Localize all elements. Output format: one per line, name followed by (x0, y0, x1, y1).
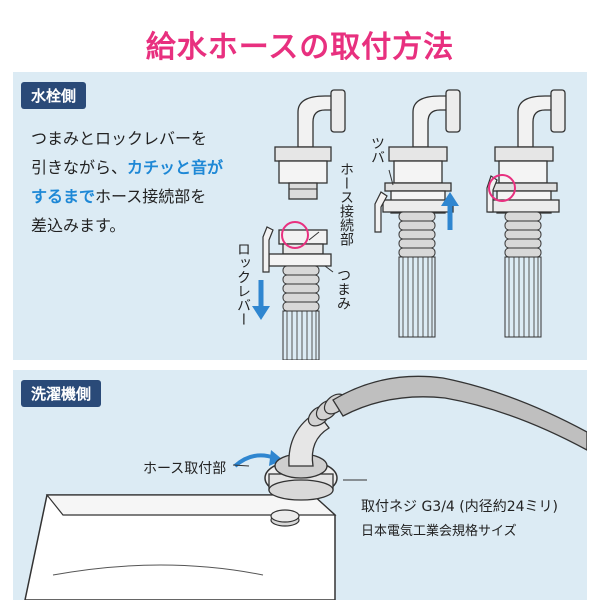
washer-side-panel: 洗濯機側 ホース取付部 取付ネジ G3/4 (内径約24ミリ) 日本電気工業会規… (13, 370, 587, 600)
knob-label: つまみ (335, 268, 351, 310)
washer-side-badge: 洗濯機側 (21, 380, 102, 407)
instruction-highlight-1: カチッと音が (127, 158, 224, 177)
washer-illustration (24, 375, 587, 600)
instruction-line-4: 差込みます。 (31, 216, 126, 235)
thread-spec-label: 取付ネジ G3/4 (内径約24ミリ) (361, 499, 559, 515)
hose-connector-label: ホース接続部 (338, 162, 354, 246)
flange-label: ツバ (369, 136, 385, 164)
instruction-line-2: 引きながら、カチッと音が (31, 153, 261, 182)
instruction-line-3: するまでホース接続部を (31, 182, 261, 211)
instruction-highlight-2: するまで (31, 187, 96, 206)
faucet-side-panel: 水栓側 つまみとロックレバーを 引きながら、カチッと音が するまでホース接続部を… (13, 72, 587, 360)
faucet-step2-illustration (374, 89, 461, 338)
page-title: 給水ホースの取付方法 (145, 30, 455, 65)
faucet-step1-illustration (252, 89, 346, 360)
standard-size-label: 日本電気工業会規格サイズ (361, 524, 517, 539)
instruction-line-3-text: ホース接続部を (95, 187, 207, 206)
faucet-side-badge: 水栓側 (21, 82, 87, 109)
faucet-illustrations (252, 89, 566, 360)
hose-mount-label: ホース取付部 (143, 461, 227, 477)
lock-lever-label: ロックレバー (235, 242, 251, 326)
instruction-line-2-text: 引きながら、 (31, 158, 128, 177)
faucet-instructions: つまみとロックレバーを 引きながら、カチッと音が するまでホース接続部を 差込み… (31, 124, 261, 240)
faucet-step3-illustration (486, 89, 566, 338)
instruction-line-1: つまみとロックレバーを (31, 129, 208, 148)
